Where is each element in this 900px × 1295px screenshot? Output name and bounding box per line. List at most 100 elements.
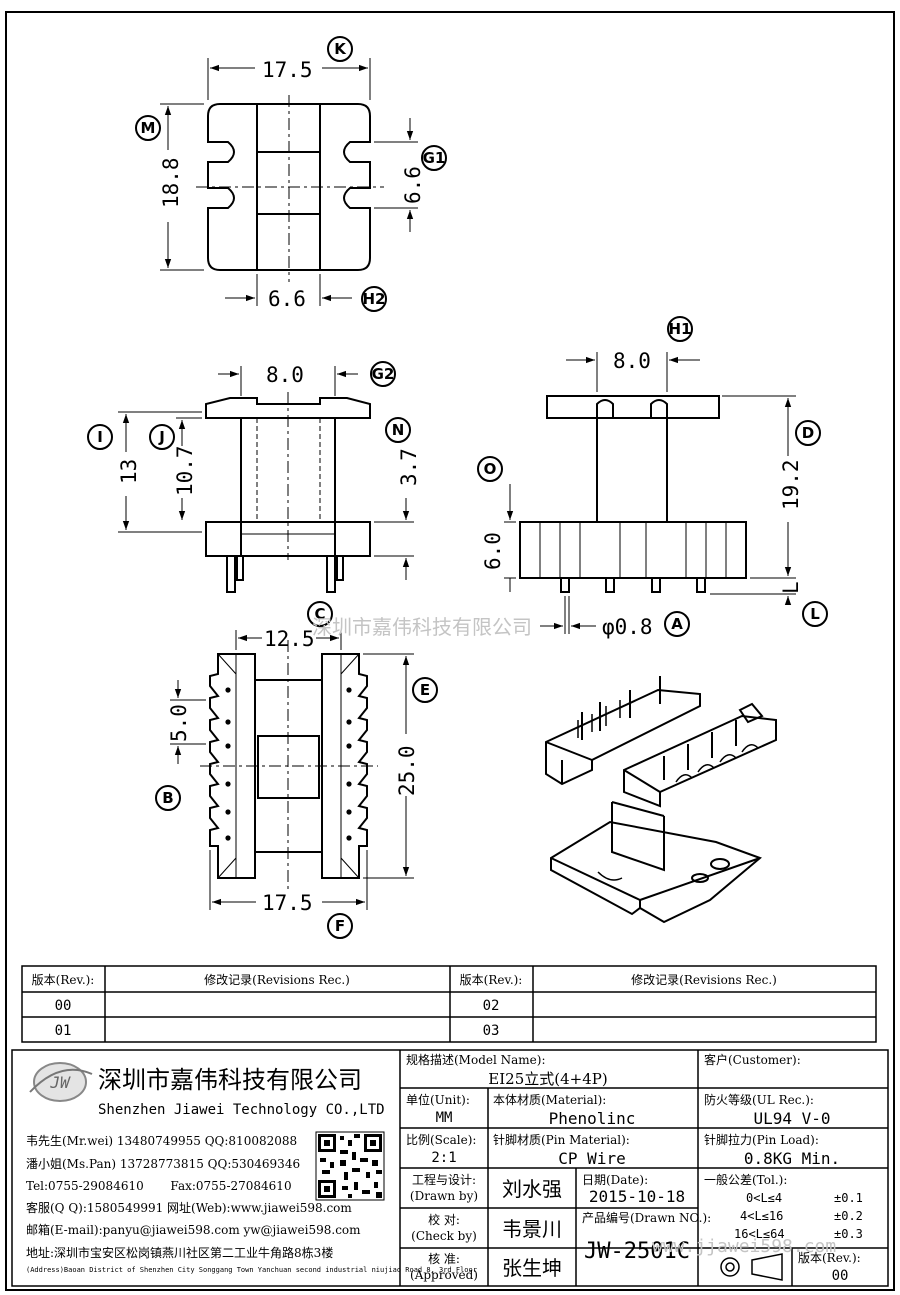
contact-wei: 韦先生(Mr.wei) 13480749955 QQ:810082088 <box>26 1134 297 1148</box>
pin-material-value: CP Wire <box>558 1149 625 1168</box>
dim-side-letter-l: L <box>779 581 803 594</box>
balloon-l: L <box>810 605 820 623</box>
address-cn: 地址:深圳市宝安区松岗镇燕川社区第二工业牛角路8栋3楼 <box>26 1245 333 1260</box>
tol-range-2: 4<L≤16 <box>740 1209 783 1223</box>
dim-bottom-top: 12.5 <box>264 627 315 651</box>
tol-range-1: 0<L≤4 <box>746 1191 782 1205</box>
drawn-no-label: 产品编号(Drawn NO.): <box>582 1210 711 1225</box>
company-name-cn: 深圳市嘉伟科技有限公司 <box>98 1066 362 1094</box>
tol-value-1: ±0.1 <box>834 1191 863 1205</box>
top-view <box>160 58 418 306</box>
contact-email: 邮箱(E-mail):panyu@jiawei598.com yw@jiawei… <box>26 1222 361 1237</box>
check-label-en: (Check by) <box>411 1229 477 1243</box>
isometric-view <box>545 676 777 924</box>
dim-front-height: 13 <box>117 459 141 484</box>
watermark-company: 深圳市嘉伟科技有限公司 <box>312 615 532 639</box>
balloon-g1: G1 <box>423 149 446 167</box>
model-value: EI25立式(4+4P) <box>488 1070 607 1088</box>
balloon-h1: H1 <box>669 320 692 338</box>
model-label: 规格描述(Model Name): <box>406 1052 546 1067</box>
scale-label: 比例(Scale): <box>406 1133 476 1147</box>
balloon-g2: G2 <box>372 365 395 383</box>
rec-header-right: 修改记录(Revisions Rec.) <box>631 972 777 987</box>
rev-header-left: 版本(Rev.): <box>32 973 95 987</box>
balloon-n: N <box>392 421 405 439</box>
sheet-border <box>5 11 895 1291</box>
scale-value: 2:1 <box>431 1150 456 1166</box>
rev-label: 版本(Rev.): <box>798 1251 861 1265</box>
title-block-grid <box>11 1049 889 1287</box>
dim-bottom-width: 17.5 <box>262 891 313 915</box>
balloons: K M G1 H2 G2 I J N H1 D O L A C E B F <box>87 36 828 939</box>
dim-side-top: 8.0 <box>613 349 651 373</box>
company-logo: JW <box>29 1062 93 1102</box>
contact-qq-web: 客服(Q Q):1580549991 网址(Web):www.jiawei598… <box>26 1200 352 1215</box>
dim-top-slot: 6.6 <box>401 166 425 204</box>
tol-range-3: 16<L≤64 <box>734 1227 785 1241</box>
pin-material-label: 针脚材质(Pin Material): <box>493 1132 630 1147</box>
qr-code <box>315 1131 385 1201</box>
company-name-en: Shenzhen Jiawei Technology CO.,LTD <box>98 1102 385 1118</box>
unit-label: 单位(Unit): <box>406 1092 470 1107</box>
drawn-label-en: (Drawn by) <box>410 1189 478 1203</box>
revision-table <box>21 965 877 1043</box>
balloon-b: B <box>162 789 173 807</box>
dim-side-base: 6.0 <box>481 532 505 570</box>
balloon-e: E <box>420 681 430 699</box>
balloon-k: K <box>334 40 347 58</box>
approved-label-cn: 核 准: <box>428 1252 460 1266</box>
dim-bottom-pitch: 5.0 <box>167 704 191 742</box>
pin-load-label: 针脚拉力(Pin Load): <box>704 1132 819 1147</box>
dim-front-inner: 10.7 <box>173 445 197 496</box>
contact-tel-fax: Tel:0755-29084610 Fax:0755-27084610 <box>26 1179 292 1193</box>
drawn-label-cn: 工程与设计: <box>412 1172 476 1187</box>
tolerance-label: 一般公差(Tol.): <box>704 1172 787 1187</box>
logo-text: JW <box>49 1073 71 1092</box>
dim-bottom-length: 25.0 <box>395 745 419 796</box>
dim-top-width: 17.5 <box>262 58 313 82</box>
dim-front-base: 3.7 <box>397 448 421 486</box>
rev-01: 01 <box>55 1023 72 1039</box>
rev-00: 00 <box>55 998 72 1014</box>
front-view <box>118 366 414 593</box>
check-label-cn: 校 对: <box>428 1212 460 1227</box>
date-value: 2015-10-18 <box>589 1187 685 1206</box>
balloon-i: I <box>97 428 103 446</box>
rev-03: 03 <box>483 1023 500 1039</box>
bottom-view <box>170 630 414 910</box>
balloon-f: F <box>335 917 345 935</box>
dim-side-height: 19.2 <box>779 459 803 510</box>
material-value: Phenolinc <box>549 1109 636 1128</box>
balloon-m: M <box>141 119 156 137</box>
customer-label: 客户(Customer): <box>704 1052 801 1067</box>
drawn-value: 刘水强 <box>502 1177 562 1201</box>
balloon-a: A <box>671 615 683 633</box>
rec-header-left: 修改记录(Revisions Rec.) <box>204 972 350 987</box>
material-label: 本体材质(Material): <box>493 1093 606 1107</box>
dim-top-height: 18.8 <box>159 157 183 208</box>
side-view <box>504 352 796 634</box>
contact-pan: 潘小姐(Ms.Pan) 13728773815 QQ:530469346 <box>26 1157 300 1171</box>
pin-load-value: 0.8KG Min. <box>744 1149 840 1168</box>
tol-value-3: ±0.3 <box>834 1227 863 1241</box>
rev-header-right: 版本(Rev.): <box>460 973 523 987</box>
balloon-o: O <box>484 460 497 478</box>
ul-label: 防火等级(UL Rec.): <box>704 1092 814 1107</box>
ul-value: UL94 V-0 <box>753 1109 830 1128</box>
dim-side-pin: φ0.8 <box>602 615 653 639</box>
dim-top-bottom: 6.6 <box>268 287 306 311</box>
rev-02: 02 <box>483 998 500 1014</box>
date-label: 日期(Date): <box>582 1173 648 1187</box>
approved-label-en: (Approved) <box>410 1268 478 1282</box>
dim-front-top: 8.0 <box>266 363 304 387</box>
check-value: 韦景川 <box>502 1217 562 1241</box>
website-watermark: www.jjawei598.com <box>652 1236 836 1257</box>
balloon-h2: H2 <box>363 290 386 308</box>
rev-value: 00 <box>832 1268 849 1284</box>
balloon-j: J <box>158 428 165 446</box>
address-en: (Address)Baoan District of Shenzhen City… <box>26 1266 477 1274</box>
drawn-no-value: JW-2501C <box>584 1239 690 1264</box>
unit-value: MM <box>436 1110 453 1126</box>
balloon-d: D <box>802 424 814 442</box>
